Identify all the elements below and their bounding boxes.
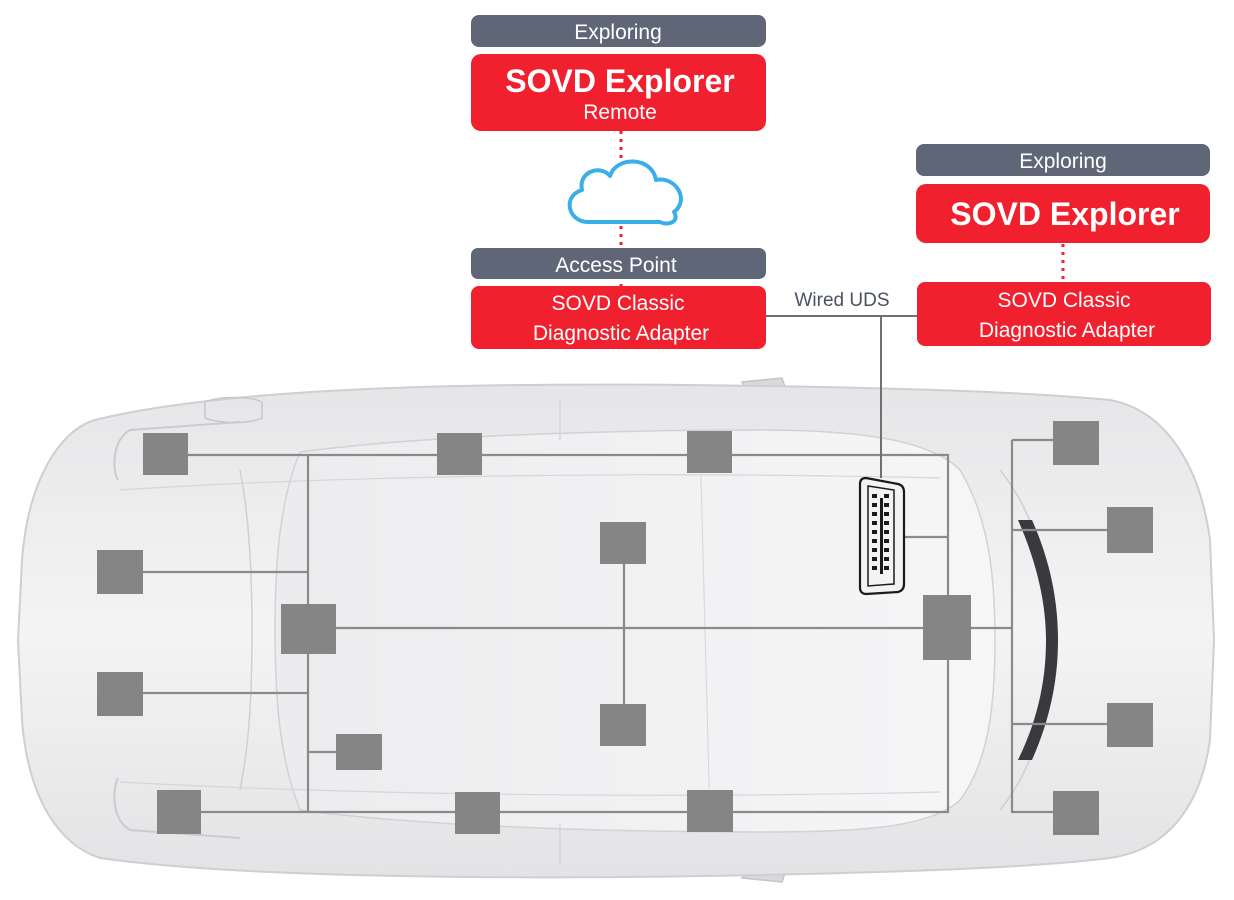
- exploring-label-top: [471, 15, 766, 47]
- access-point-group: Access Point SOVD Classic Diagnostic Ada…: [471, 248, 766, 349]
- sovd-explorer-remote-box: [471, 54, 766, 131]
- sovd-explorer-title-right: SOVD Explorer: [950, 196, 1179, 232]
- ecu-box: [97, 672, 143, 716]
- ecu-box: [1107, 703, 1153, 747]
- wired-uds-label: Wired UDS: [794, 290, 889, 311]
- ecu-box: [437, 433, 482, 475]
- ecu-box: [143, 433, 188, 475]
- access-point-text: Access Point: [555, 254, 677, 277]
- ecu-box: [336, 734, 382, 770]
- sovd-explorer-right-box: [916, 184, 1210, 243]
- left-adapter-line2: Diagnostic Adapter: [533, 322, 709, 345]
- ecu-box: [157, 790, 201, 834]
- car-illustration: [16, 377, 1216, 883]
- right-adapter-line1: SOVD Classic: [997, 289, 1130, 312]
- sovd-explorer-subtitle: Remote: [583, 101, 657, 124]
- ecu-box: [97, 550, 143, 594]
- ecu-box: [1107, 507, 1153, 553]
- access-point-label: [471, 248, 766, 279]
- left-adapter-box: [471, 286, 766, 349]
- wired-uds-connection: Wired UDS: [766, 290, 917, 478]
- ecu-box: [600, 522, 646, 564]
- exploring-label-right: [916, 144, 1210, 176]
- ecu-box: [600, 704, 646, 746]
- ecu-box: [455, 792, 500, 834]
- right-adapter-box: [917, 282, 1211, 346]
- exploring-text-right: Exploring: [1019, 150, 1107, 173]
- obd-port-icon: [858, 476, 906, 596]
- cloud-icon: [567, 159, 683, 226]
- ecu-box: [281, 604, 336, 654]
- left-adapter-line1: SOVD Classic: [551, 292, 684, 315]
- top-explorer-group: Exploring SOVD Explorer Remote: [471, 15, 766, 131]
- right-adapter-line2: Diagnostic Adapter: [979, 319, 1155, 342]
- ecu-box: [687, 431, 732, 473]
- right-explorer-group: Exploring SOVD Explorer SOVD Classic Dia…: [916, 144, 1211, 346]
- exploring-text-top: Exploring: [574, 21, 662, 44]
- ecu-box: [687, 790, 733, 832]
- ecu-box: [923, 595, 971, 660]
- ecu-network: [97, 421, 1153, 835]
- sovd-explorer-title-top: SOVD Explorer: [505, 63, 734, 99]
- ecu-box: [1053, 421, 1099, 465]
- ecu-box: [1053, 791, 1099, 835]
